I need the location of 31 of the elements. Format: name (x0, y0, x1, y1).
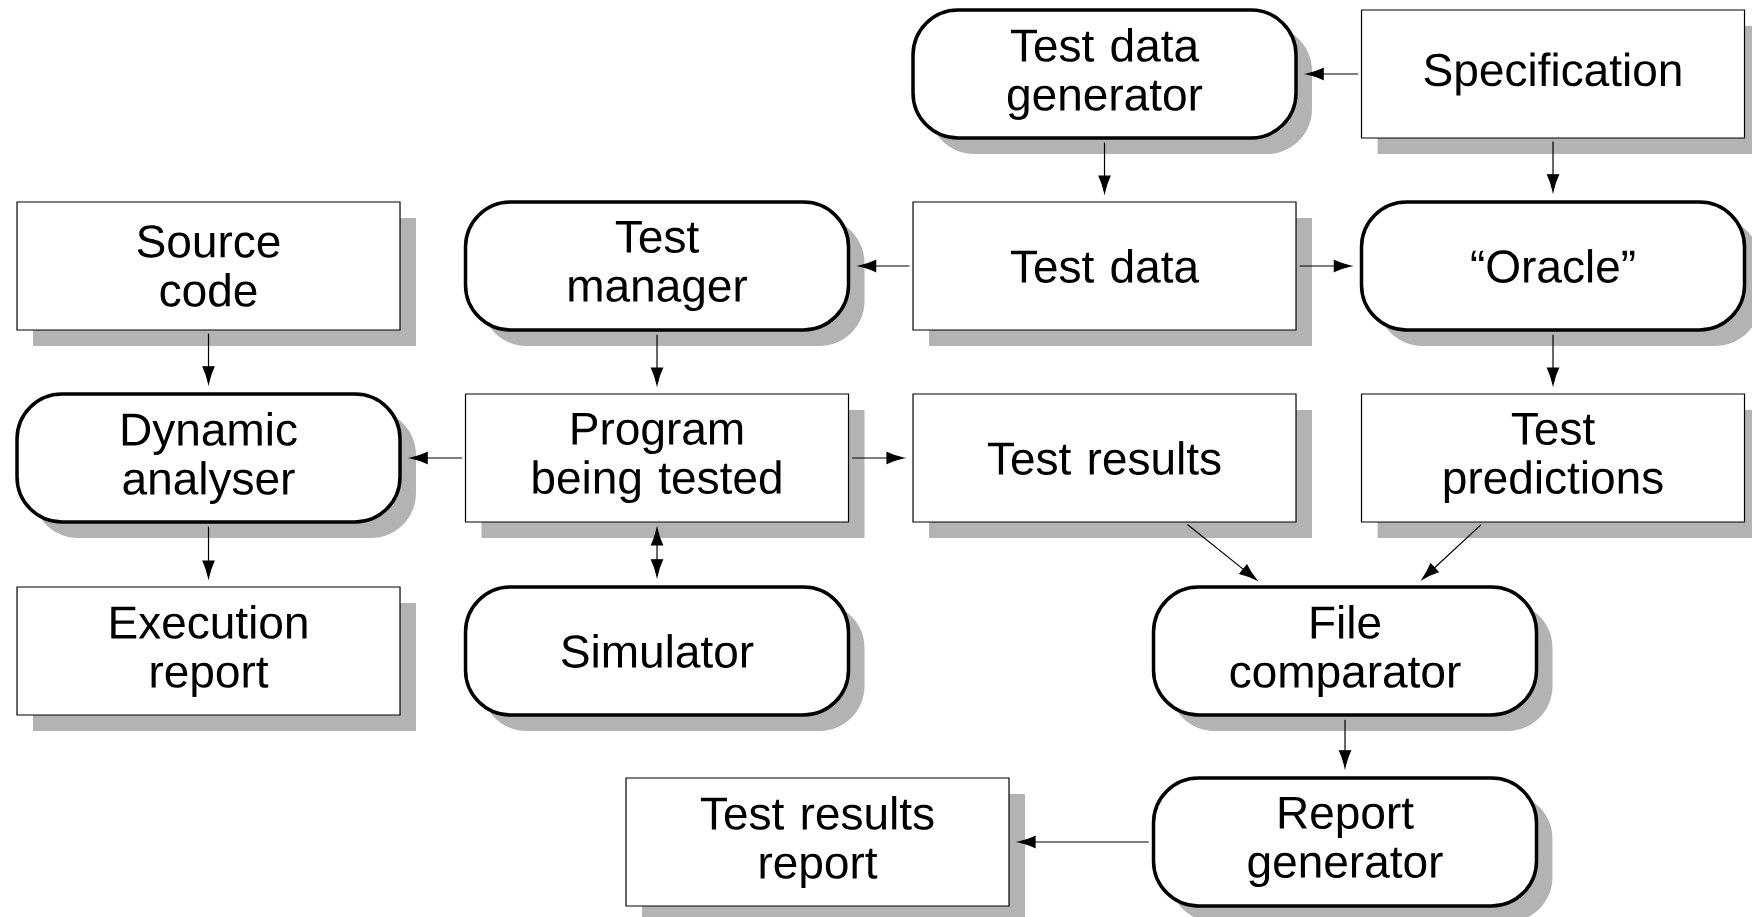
arrow (650, 334, 664, 386)
process-box: Execution report (16, 586, 416, 731)
process-box: Specification (1360, 9, 1752, 154)
process-box: Source code (16, 201, 416, 346)
arrow (858, 259, 910, 273)
rounded-box: Test data generator (911, 8, 1312, 154)
rounded-box: Simulator (463, 585, 865, 731)
process-box: Test data (912, 201, 1312, 346)
arrow (851, 451, 905, 465)
process-box: Test results report (625, 777, 1025, 917)
arrow (1546, 141, 1560, 192)
arrow (1017, 835, 1150, 849)
arrow (1098, 142, 1111, 194)
arrow (650, 527, 664, 577)
rounded-box: “Oracle” (1359, 200, 1752, 346)
arrow (1546, 334, 1560, 386)
process-box: Test results (912, 393, 1312, 538)
arrow (202, 526, 215, 579)
arrow (202, 333, 215, 384)
rounded-box: Test manager (463, 200, 865, 346)
arrow (1338, 719, 1352, 768)
rounded-box: Dynamic analyser (15, 392, 416, 538)
process-box: Program being tested (464, 393, 865, 538)
process-box: Test predictions (1360, 393, 1752, 538)
rounded-box: File comparator (1151, 585, 1553, 731)
arrow (1421, 524, 1482, 580)
rounded-box: Report generator (1151, 776, 1553, 917)
arrow (1306, 67, 1359, 81)
arrow (410, 451, 463, 465)
arrow (1186, 523, 1257, 581)
arrow (1299, 259, 1352, 273)
